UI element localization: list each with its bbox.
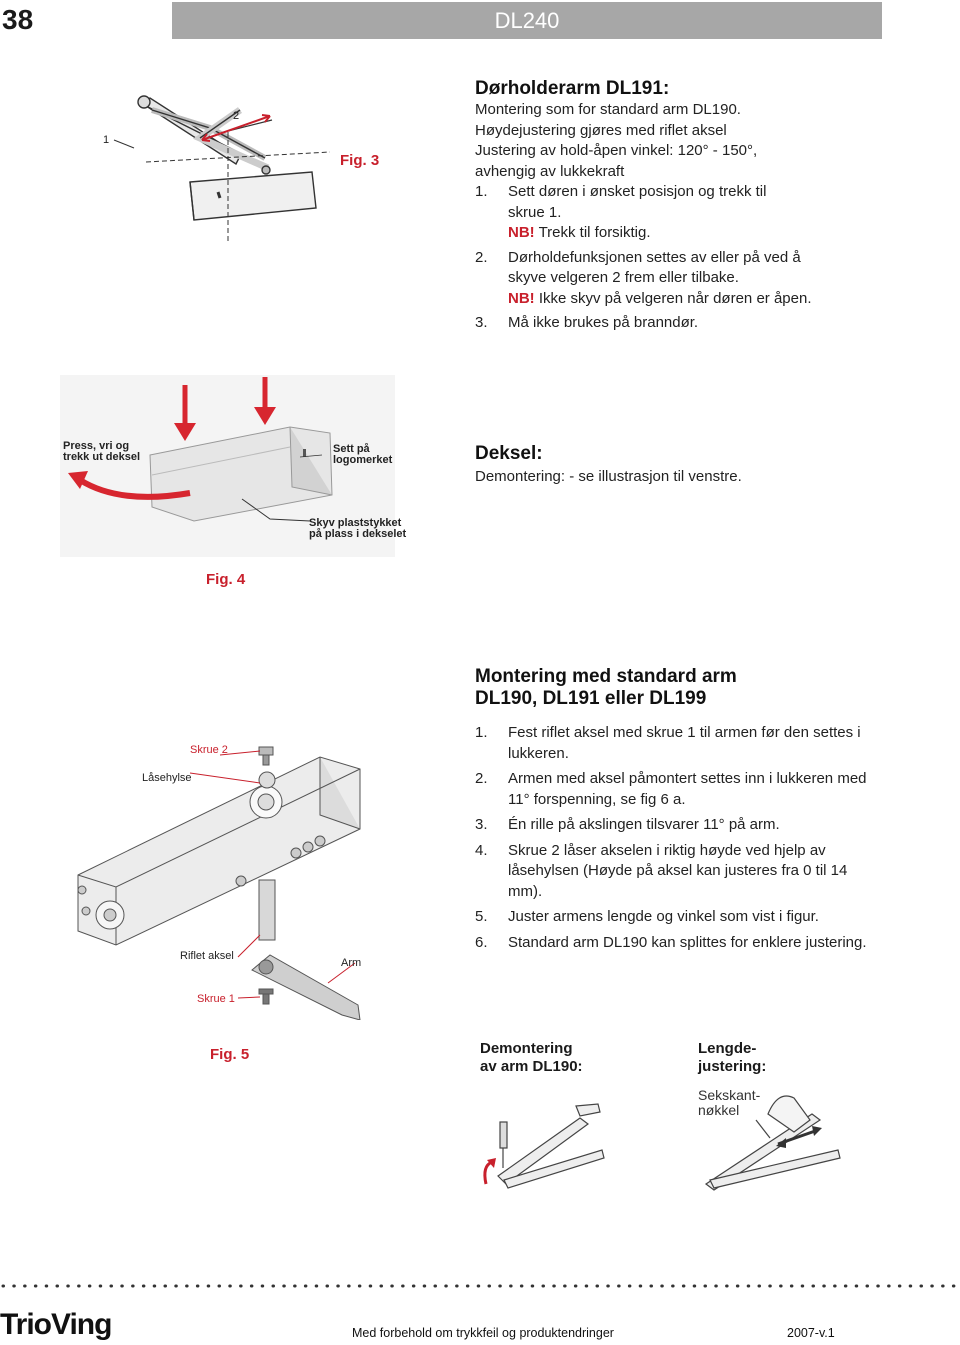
list-item: 3. Én rille på akslingen tilsvarer 11° på… (475, 815, 875, 836)
list-item: 1. Fest riflet aksel med skrue 1 til arme… (475, 723, 875, 764)
list-item: 3. Må ikke brukes på branndør. (475, 313, 895, 334)
item-text: Dørholdefunksjonen settes av eller på ve… (508, 248, 801, 266)
section1-title: Dørholderarm DL191: (475, 78, 670, 99)
intro-line: Høydejustering gjøres med riflet aksel (475, 121, 727, 139)
list-item: 1. Sett døren i ønsket posisjon og trekk… (475, 182, 895, 244)
item-text: skrue 1. (508, 203, 562, 221)
list-item: 6. Standard arm DL190 kan splittes for en… (475, 933, 875, 954)
list-item: 5. Juster armens lengde og vinkel som vis… (475, 907, 875, 928)
item-number: 6. (475, 933, 488, 951)
nb-label: NB! (508, 224, 535, 241)
intro-line: Montering som for standard arm DL190. (475, 101, 741, 118)
section2-text: Demontering: - se illustrasjon til venst… (475, 468, 742, 485)
nb-note: NB! Trekk til forsiktig. (508, 223, 895, 244)
annotation-plastic: Skyv plaststykket på plass i dekselet (309, 518, 406, 540)
nb-text: Ikke skyv på velgeren når døren er åpen. (534, 289, 812, 307)
list-item: 4. Skrue 2 låser akselen i riktig høyde v… (475, 841, 875, 903)
label-laasehylse: Låsehylse (142, 772, 192, 784)
annotation-line: på plass i dekselet (309, 528, 407, 540)
item-text: Sett døren i ønsket posisjon og trekk ti… (508, 183, 767, 200)
fig3-label: Fig. 3 (340, 152, 380, 169)
heading-line: av arm DL190: (480, 1058, 583, 1075)
item-text: Armen med aksel påmontert settes inn i l… (508, 770, 867, 808)
item-number: 2. (475, 248, 488, 266)
annotation-line: Skyv plaststykket (309, 517, 402, 529)
section1-steps: 1. Sett døren i ønsket posisjon og trekk… (475, 182, 895, 334)
cover-removal-illustration (60, 375, 395, 557)
annotation-line: Sett på (333, 443, 370, 455)
label-line: Sekskant- (698, 1087, 761, 1103)
item-text: Må ikke brukes på branndør. (508, 314, 699, 331)
trioving-logo: TrioVing (0, 1308, 112, 1341)
door-closer-exploded-illustration (77, 746, 361, 1020)
section3-steps: 1. Fest riflet aksel med skrue 1 til arme… (475, 723, 875, 953)
section-mounting: Montering med standard arm DL190, DL191 … (475, 666, 875, 958)
item-number: 1. (475, 724, 488, 741)
heading-line: Demontering (480, 1040, 573, 1057)
label-line: nøkkel (698, 1102, 740, 1118)
section1-intro: Montering som for standard arm DL190. Hø… (475, 100, 895, 182)
fig4-label: Fig. 4 (206, 571, 246, 588)
length-adjustment-illustration (704, 1095, 841, 1191)
annotation-logo: Sett på logomerket (333, 444, 392, 466)
header-bar: DL240 (172, 2, 882, 39)
section3-title-line: Montering med standard arm (475, 666, 737, 687)
callout-2: 2 (233, 110, 240, 122)
header-title: DL240 (494, 8, 560, 33)
section2-title: Deksel: (475, 443, 543, 464)
item-text: Én rille på akslingen tilsvarer 11° på a… (508, 816, 780, 833)
intro-line: Justering av hold-åpen vinkel: 120° - 15… (475, 142, 758, 159)
label-skrue-2: Skrue 2 (190, 744, 228, 756)
item-text: Standard arm DL190 kan splittes for enkl… (508, 933, 867, 951)
item-number: 3. (475, 816, 488, 833)
intro-line: avhengig av lukkekraft (475, 162, 625, 180)
item-text: Skrue 2 låser akselen i riktig høyde ved… (508, 841, 848, 900)
item-number: 3. (475, 314, 488, 331)
dotted-divider (1, 1284, 960, 1288)
item-number: 1. (475, 183, 488, 200)
item-number: 4. (475, 841, 488, 859)
nb-note: NB! Ikke skyv på velgeren når døren er å… (508, 289, 895, 310)
section-cover: Deksel: Demontering: - se illustrasjon t… (475, 443, 895, 488)
list-item: 2. Armen med aksel påmontert settes inn i… (475, 769, 875, 810)
door-holder-arm-illustration (113, 95, 331, 244)
label-skrue-1: Skrue 1 (197, 993, 235, 1005)
fig5-label: Fig. 5 (210, 1046, 250, 1063)
sekskant-label: Sekskant- nøkkel (698, 1088, 760, 1118)
heading-line: justering: (698, 1058, 767, 1075)
footer-disclaimer: Med forbehold om trykkfeil og produktend… (352, 1326, 614, 1340)
label-riflet-aksel: Riflet aksel (180, 950, 234, 962)
annotation-press: Press, vri og trekk ut deksel (63, 441, 140, 463)
heading-line: Lengde- (698, 1040, 757, 1057)
page-number: 38 (2, 4, 34, 35)
nb-text: Trekk til forsiktig. (534, 224, 651, 241)
annotation-line: logomerket (333, 454, 393, 466)
section-door-holder-arm: Dørholderarm DL191: Montering som for st… (475, 78, 895, 334)
item-text: skyve velgeren 2 frem eller tilbake. (508, 269, 739, 286)
footer-version: 2007-v.1 (787, 1326, 835, 1340)
nb-label: NB! (508, 289, 535, 307)
annotation-line: trekk ut deksel (63, 451, 141, 463)
item-number: 5. (475, 908, 488, 925)
list-item: 2. Dørholdefunksjonen settes av eller på… (475, 248, 895, 310)
lengdejustering-heading: Lengde- justering: (698, 1040, 766, 1076)
item-number: 2. (475, 770, 488, 787)
arm-disassembly-illustration (483, 1103, 605, 1189)
label-arm: Arm (341, 957, 362, 969)
section3-title-line: DL190, DL191 eller DL199 (475, 688, 707, 709)
item-text: Fest riflet aksel med skrue 1 til armen … (508, 724, 861, 762)
callout-1: 1 (103, 134, 110, 146)
item-text: Juster armens lengde og vinkel som vist … (508, 908, 819, 925)
annotation-line: Press, vri og (63, 440, 130, 452)
demontering-heading: Demontering av arm DL190: (480, 1040, 583, 1076)
